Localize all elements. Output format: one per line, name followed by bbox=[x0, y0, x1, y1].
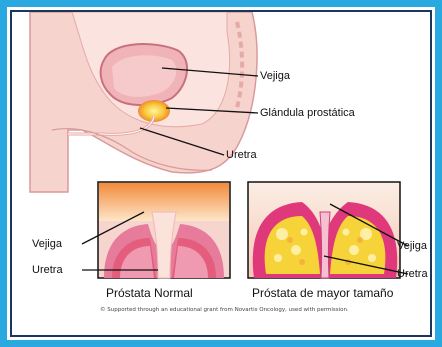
label-uretra-left: Uretra bbox=[32, 265, 63, 276]
credit-line: © Supported through an educational grant… bbox=[100, 308, 349, 314]
label-vejiga-right: Vejiga bbox=[397, 241, 427, 252]
caption-enlarged-prostate: Próstata de mayor tamaño bbox=[252, 287, 393, 299]
normal-prostate-diagram bbox=[98, 182, 230, 278]
label-uretra-top: Uretra bbox=[226, 150, 257, 161]
label-glandula-prostatica: Glándula prostática bbox=[260, 108, 355, 119]
label-vejiga-left: Vejiga bbox=[32, 239, 62, 250]
body-cross-section bbox=[30, 12, 257, 192]
diagram-panel: Vejiga Glándula prostática Uretra Vejiga… bbox=[10, 10, 432, 337]
caption-normal-prostate: Próstata Normal bbox=[106, 287, 193, 299]
label-uretra-right: Uretra bbox=[397, 269, 428, 280]
label-vejiga-top: Vejiga bbox=[260, 71, 290, 82]
